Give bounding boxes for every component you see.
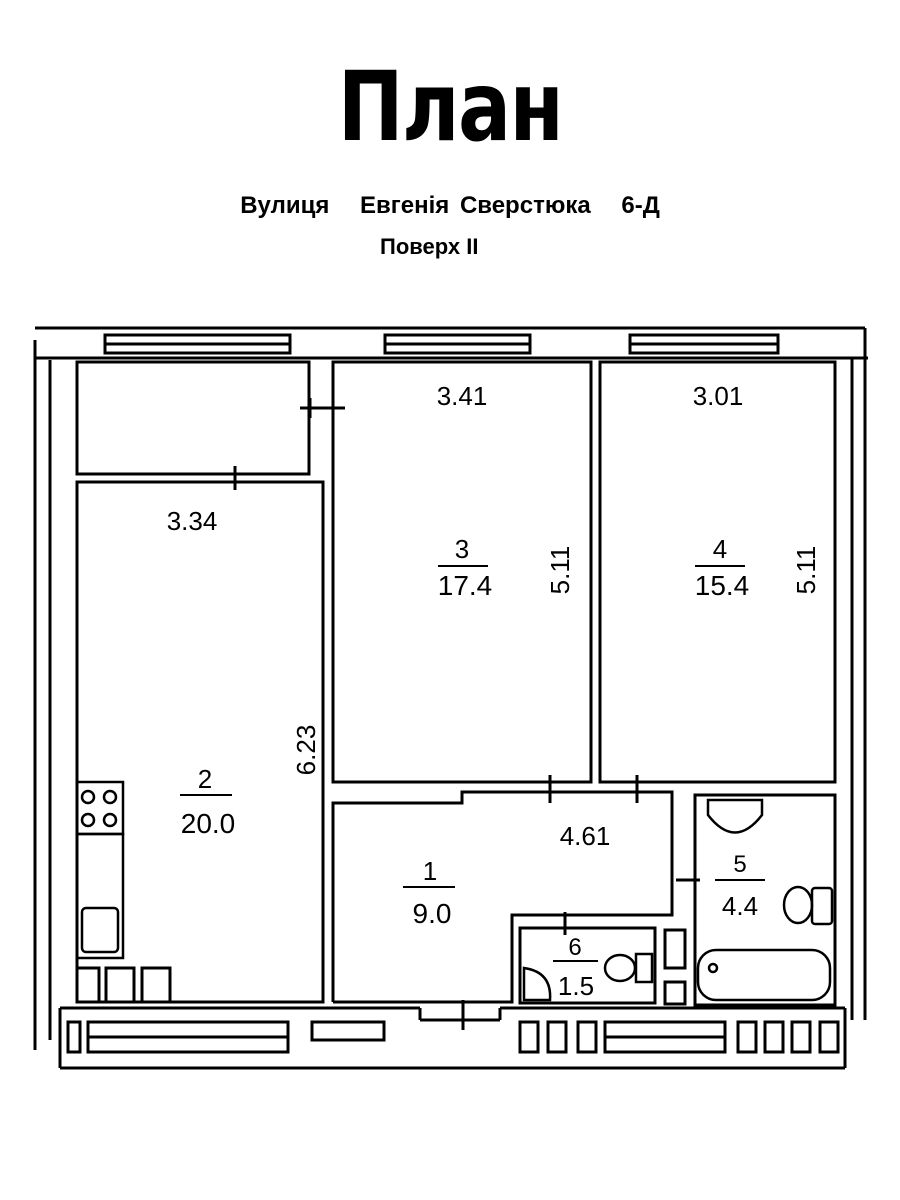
window-top-1 <box>103 333 292 355</box>
dim-room3-length: 5.11 <box>545 546 575 595</box>
room-6-number: 6 <box>568 934 581 961</box>
dim-room4-width: 3.01 <box>693 381 744 411</box>
plan-title: План <box>337 51 564 163</box>
room-2-number: 2 <box>198 764 212 794</box>
room-labels: 2 20.0 3 17.4 4 15.4 1 9.0 5 4.4 6 1.5 <box>180 534 765 1001</box>
street-label: Вулиця <box>240 192 330 219</box>
kitchen-counter <box>75 832 125 960</box>
toilet-icon <box>782 885 834 926</box>
room-3-number: 3 <box>455 534 469 564</box>
sink-icon <box>80 906 120 954</box>
floor-label: Поверх II <box>380 234 479 259</box>
room-5-number: 5 <box>733 851 746 878</box>
corner-sink-icon <box>522 966 552 1002</box>
room-4-number: 4 <box>713 534 727 564</box>
dim-room2-length: 6.23 <box>291 725 321 776</box>
dim-room1-width: 4.61 <box>560 821 611 851</box>
dimension-labels: 3.34 3.41 3.01 4.61 6.23 5.11 5.11 <box>167 381 821 851</box>
dim-room3-width: 3.41 <box>437 381 488 411</box>
room-1-area: 9.0 <box>413 898 452 929</box>
washbasin-icon <box>706 798 764 834</box>
window-top-3 <box>628 333 780 355</box>
walls <box>33 326 868 1070</box>
room-4-area: 15.4 <box>695 570 750 601</box>
stove-icon <box>75 780 125 836</box>
address-line: Вулиця Евгенія Сверстюка 6-Д <box>0 192 900 220</box>
house-number: 6-Д <box>621 192 660 219</box>
room-5-area: 4.4 <box>722 891 758 921</box>
dim-room4-length: 5.11 <box>791 546 821 595</box>
room-3-area: 17.4 <box>438 570 493 601</box>
room-1-number: 1 <box>423 856 437 886</box>
street-name: Евгенія Сверстюка <box>360 192 591 219</box>
toilet-icon-room6 <box>603 952 654 984</box>
dim-room2-width: 3.34 <box>167 506 218 536</box>
room-6-area: 1.5 <box>558 971 594 1001</box>
room-2-area: 20.0 <box>181 808 236 839</box>
window-top-2 <box>383 333 532 355</box>
bathtub-icon <box>696 948 832 1002</box>
